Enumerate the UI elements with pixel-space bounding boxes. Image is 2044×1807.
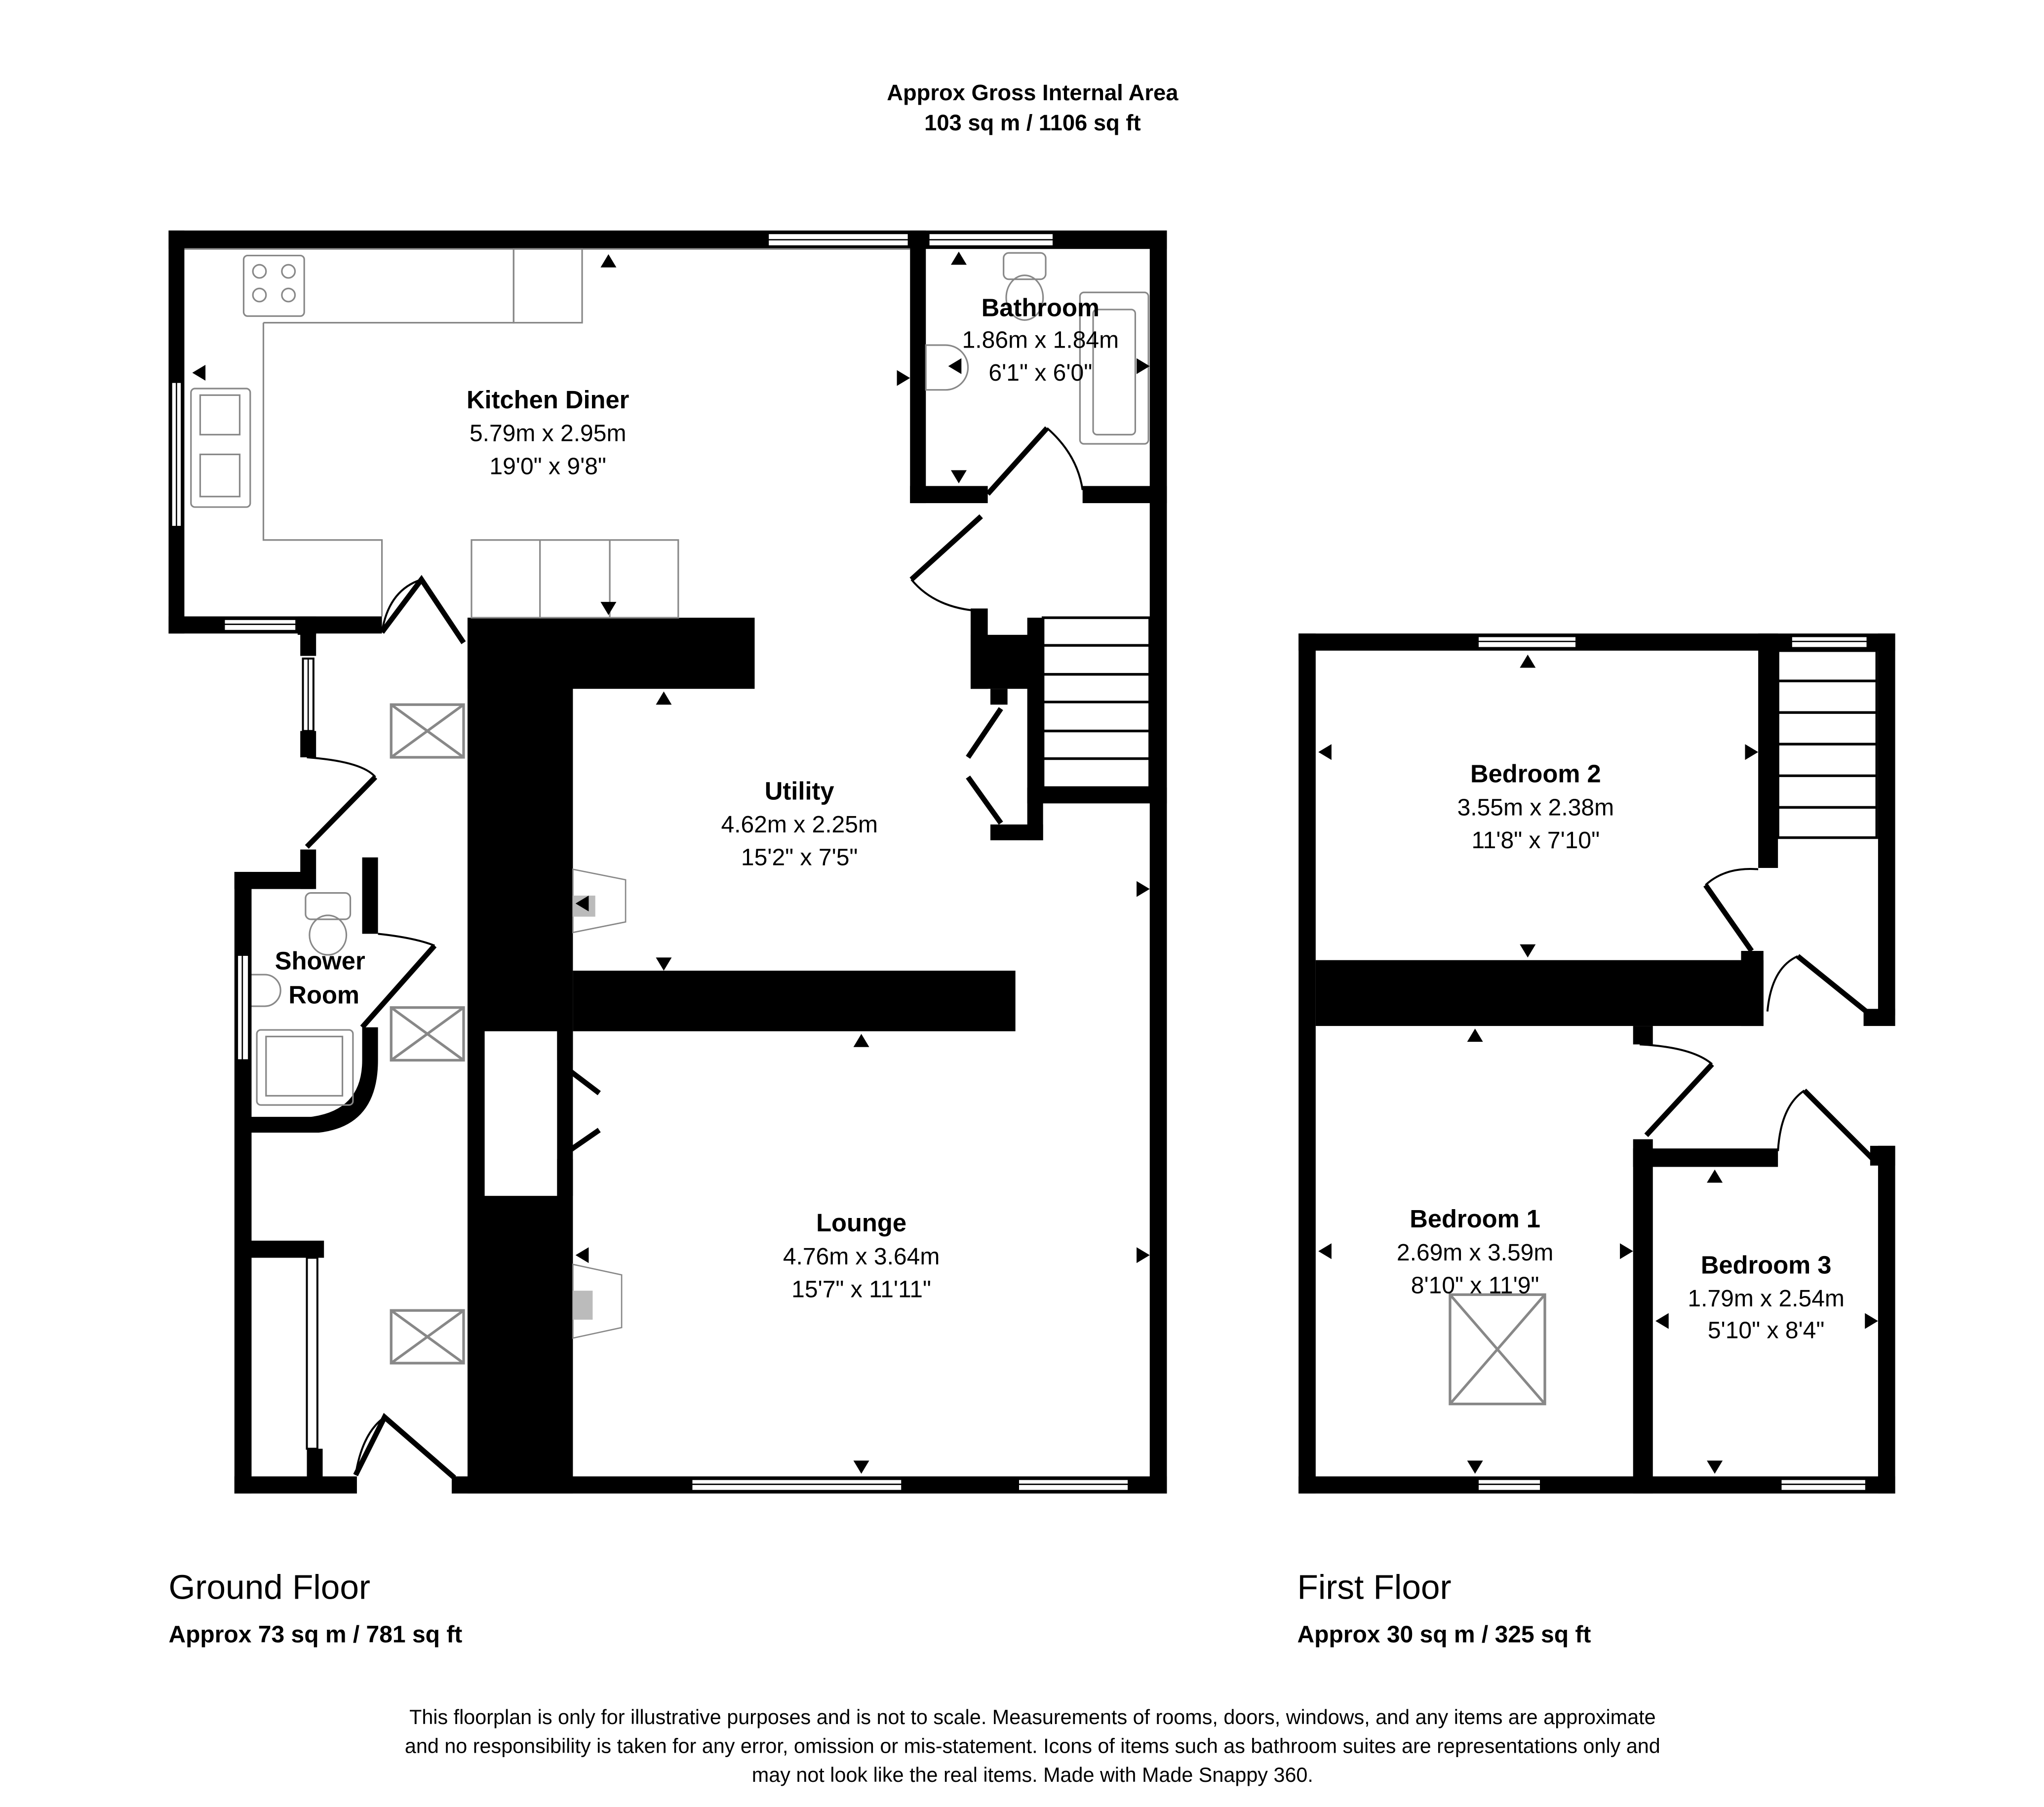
room-metric-bedroom-2: 3.55m x 2.38m (1457, 794, 1614, 821)
first-floor-label: First Floor (1297, 1568, 1452, 1606)
room-name-bedroom-2: Bedroom 2 (1470, 760, 1601, 788)
ground-floor-label: Ground Floor (168, 1568, 370, 1606)
room-labels-ground: Kitchen Diner 5.79m x 2.95m 19'0" x 9'8"… (275, 293, 1119, 1302)
bathroom-fixtures (925, 252, 1149, 445)
room-imperial-bathroom: 6'1" x 6'0" (988, 360, 1092, 386)
shower-fixtures (251, 892, 354, 1106)
skylights-ground (390, 703, 627, 1365)
ground-floor-plan: Kitchen Diner 5.79m x 2.95m 19'0" x 9'8"… (168, 230, 1167, 1494)
first-floor-windows (1476, 635, 1869, 1492)
room-metric-bedroom-3: 1.79m x 2.54m (1688, 1286, 1844, 1312)
room-metric-bedroom-1: 2.69m x 3.59m (1397, 1240, 1553, 1266)
room-metric-utility: 4.62m x 2.25m (721, 812, 877, 838)
room-name-utility: Utility (765, 777, 834, 805)
room-name-bathroom: Bathroom (982, 293, 1100, 321)
ground-floor-area: Approx 73 sq m / 781 sq ft (168, 1621, 462, 1648)
room-metric-lounge: 4.76m x 3.64m (783, 1244, 940, 1270)
stairs-ground (1042, 616, 1151, 789)
room-imperial-bedroom-2: 11'8" x 7'10" (1471, 827, 1600, 854)
room-metric-kitchen-diner: 5.79m x 2.95m (470, 421, 626, 447)
gross-area-title: Approx Gross Internal Area (887, 80, 1179, 105)
room-name-bedroom-1: Bedroom 1 (1410, 1205, 1540, 1233)
first-floor-doors (1639, 868, 1875, 1161)
first-floor-plan: Bedroom 2 3.55m x 2.38m 11'8" x 7'10" Be… (1298, 633, 1895, 1494)
dimension-markers-ground (192, 251, 1150, 1474)
skylight-bedroom-1 (1449, 1293, 1546, 1406)
room-labels-first: Bedroom 2 3.55m x 2.38m 11'8" x 7'10" Be… (1397, 760, 1845, 1344)
disclaimer-line-1: This floorplan is only for illustrative … (409, 1706, 1656, 1728)
room-name-shower-room-line1: Shower (275, 946, 365, 975)
first-floor-area: Approx 30 sq m / 325 sq ft (1297, 1621, 1591, 1648)
room-imperial-utility: 15'2" x 7'5" (741, 845, 858, 871)
kitchen-units (184, 248, 910, 619)
room-metric-bathroom: 1.86m x 1.84m (962, 327, 1119, 353)
disclaimer-line-3: may not look like the real items. Made w… (752, 1764, 1313, 1786)
room-name-shower-room-line2: Room (288, 981, 359, 1009)
gross-area-value: 103 sq m / 1106 sq ft (924, 110, 1140, 135)
ground-floor-doors (305, 426, 1084, 1480)
room-name-bedroom-3: Bedroom 3 (1701, 1251, 1832, 1279)
cupboard (484, 1031, 557, 1196)
ground-floor-windows (170, 232, 1130, 1492)
stairs-first (1776, 649, 1878, 839)
room-name-kitchen-diner: Kitchen Diner (467, 386, 629, 414)
room-imperial-bedroom-3: 5'10" x 8'4" (1708, 1317, 1825, 1343)
disclaimer-line-2: and no responsibility is taken for any e… (405, 1735, 1660, 1758)
room-imperial-lounge: 15'7" x 11'11" (791, 1277, 931, 1303)
room-name-lounge: Lounge (816, 1209, 906, 1237)
room-imperial-kitchen-diner: 19'0" x 9'8" (489, 453, 606, 479)
room-imperial-bedroom-1: 8'10" x 11'9" (1411, 1273, 1539, 1299)
